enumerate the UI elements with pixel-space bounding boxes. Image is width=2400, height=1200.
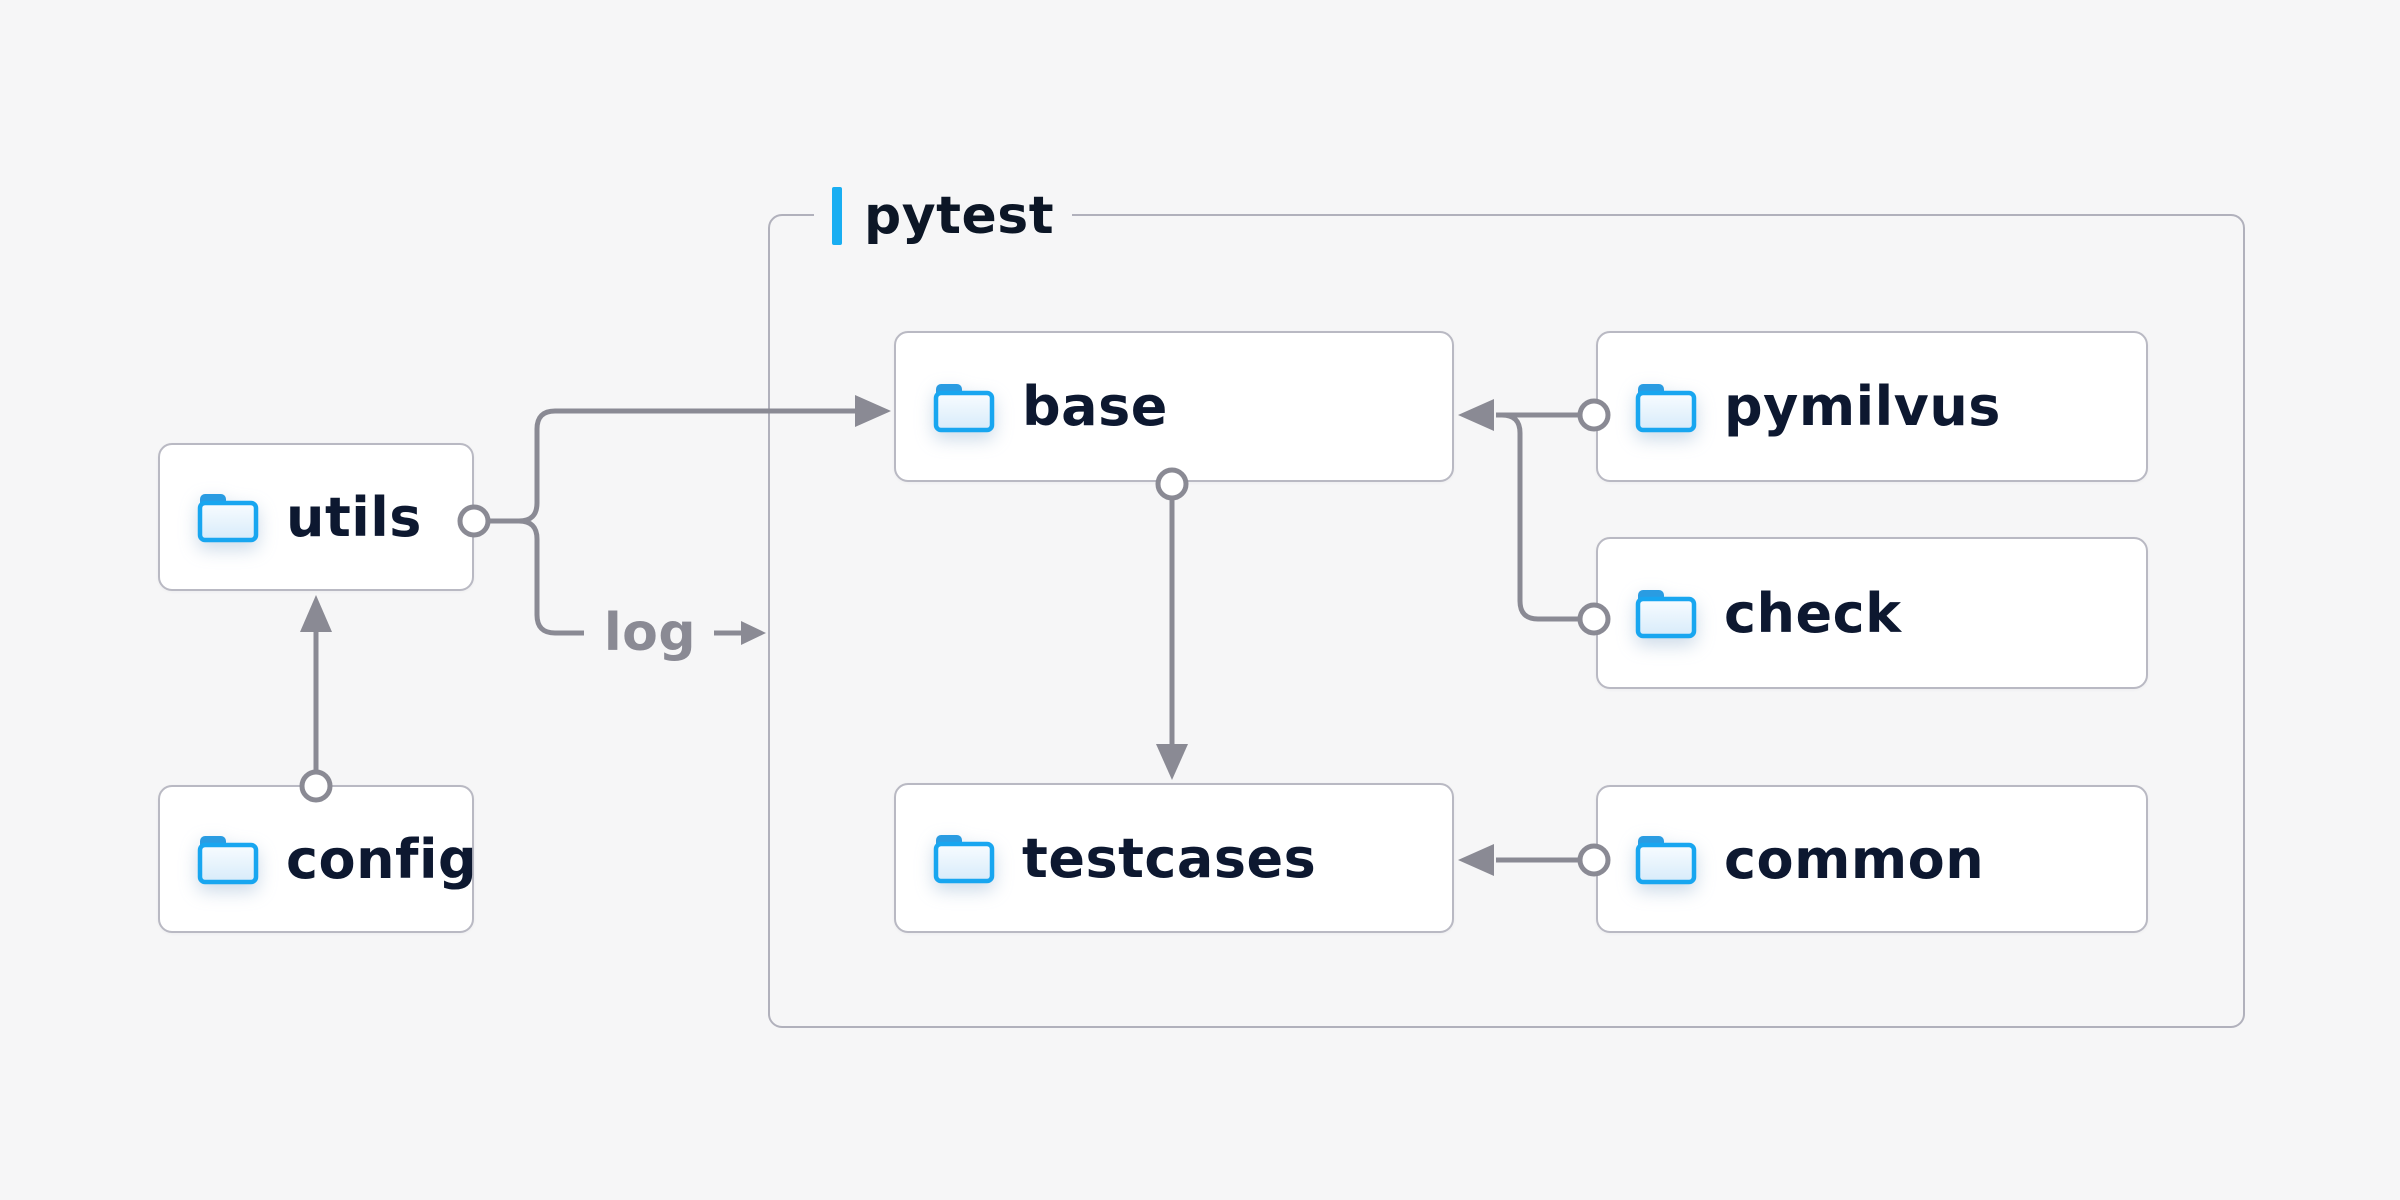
log-edge-label: log	[603, 603, 697, 663]
node-check: check	[1596, 537, 2148, 689]
pytest-group-container: pytest	[768, 186, 2245, 1028]
pytest-group-title: pytest	[814, 186, 1073, 246]
node-label: pymilvus	[1724, 375, 2001, 438]
node-label: testcases	[1022, 826, 1317, 890]
node-base: base	[894, 331, 1454, 482]
node-label: check	[1724, 581, 1902, 645]
folder-icon	[197, 494, 259, 543]
node-common: common	[1596, 785, 2148, 933]
folder-icon	[197, 836, 259, 885]
node-label: base	[1022, 375, 1168, 438]
node-utils: utils	[158, 443, 474, 591]
folder-icon	[1635, 383, 1697, 432]
node-config: config	[158, 785, 478, 933]
folder-icon	[1635, 836, 1697, 885]
title-accent-bar-icon	[832, 187, 842, 245]
node-label: common	[1724, 827, 1985, 891]
folder-icon	[933, 835, 995, 884]
folder-icon	[1635, 590, 1697, 639]
node-pymilvus: pymilvus	[1596, 331, 2148, 482]
edge-config-utils	[299, 595, 333, 803]
node-label: utils	[286, 485, 422, 549]
node-testcases: testcases	[894, 783, 1454, 933]
container-title-label: pytest	[864, 186, 1055, 246]
node-label: config	[286, 827, 478, 891]
folder-icon	[933, 383, 995, 432]
